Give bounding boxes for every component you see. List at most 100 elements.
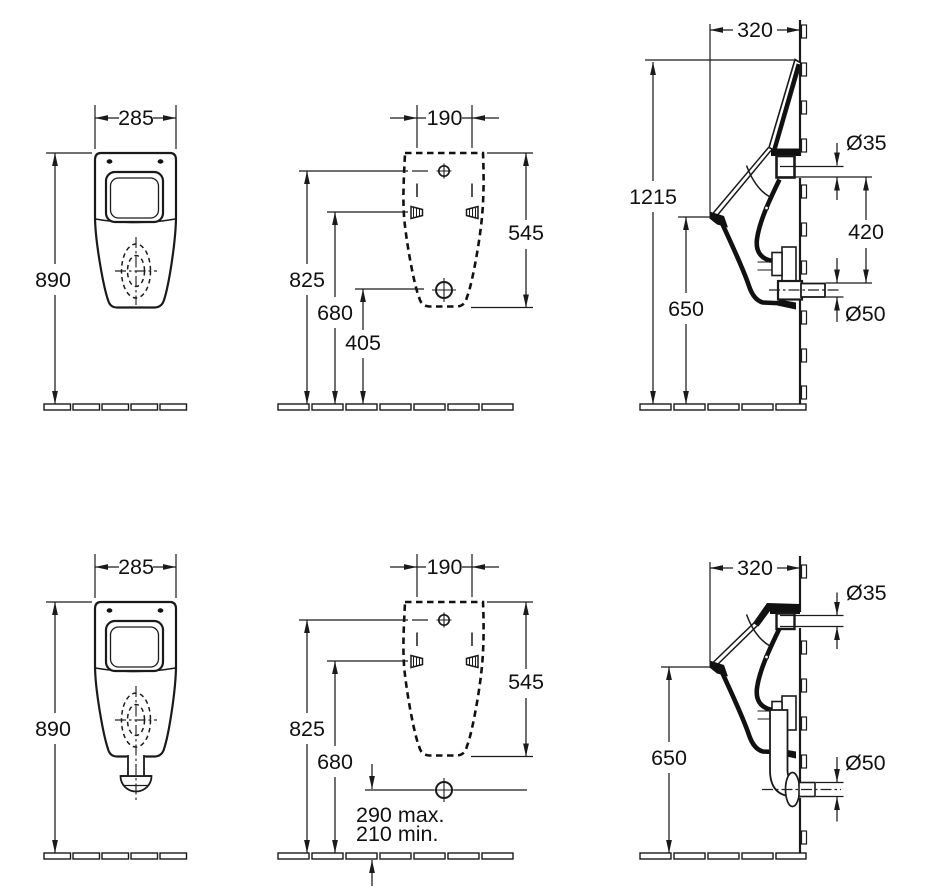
mounting-hole-right	[157, 608, 164, 613]
inlet-bore-lines	[780, 165, 872, 178]
mounting-template-bottom: 290 max. 210 min. 190 545 825 680	[277, 554, 544, 886]
dim-label-outlet-dia: Ø50	[845, 302, 886, 326]
outlet-mark	[432, 278, 456, 302]
dimension-outline-height: 545	[471, 152, 544, 309]
front-view-top: 285 890	[35, 105, 188, 411]
dim-label-outlet-max: 290 max.	[356, 803, 444, 827]
dimension-depth: 320	[709, 556, 800, 662]
dimension-inlet-spacing: 190	[390, 554, 499, 597]
drain-hidden-outline	[115, 237, 157, 305]
dim-label-405: 405	[345, 331, 381, 355]
dim-label-190: 190	[427, 106, 463, 130]
outlet-bore-lines	[826, 282, 872, 298]
dim-label-680: 680	[317, 301, 353, 325]
bowl-surface-line	[745, 165, 771, 198]
basin-opening	[104, 170, 165, 224]
water-inlet-mark	[436, 612, 452, 628]
dimension-outline-height: 545	[471, 601, 544, 758]
dim-label-outlet-min: 210 min.	[356, 822, 438, 846]
front-rim-slope	[711, 147, 772, 218]
fixing-bolt-left	[410, 654, 424, 669]
basin-inner-lip	[109, 177, 160, 219]
dim-label-height: 890	[35, 717, 71, 741]
floor-tiles	[639, 403, 807, 411]
dim-label-825: 825	[289, 717, 325, 741]
inlet-housing	[770, 607, 800, 614]
dim-label-outlet-dia: Ø50	[845, 751, 886, 775]
dim-label-650: 650	[651, 746, 687, 770]
dimension-outlet-diameter: Ø50	[834, 258, 886, 326]
dim-label-height: 890	[35, 268, 71, 292]
inner-wall-section	[754, 627, 783, 712]
side-section-bottom: Ø35 Ø50 650 320	[639, 556, 887, 860]
exposed-trap	[762, 709, 841, 808]
siphon-hole	[763, 205, 770, 211]
outer-shell-section	[718, 669, 786, 755]
dimension-connection-spacing: 420	[848, 177, 884, 283]
mounting-hole-left	[106, 159, 113, 164]
cover-plate-edge	[772, 63, 801, 151]
floor-tiles	[43, 403, 188, 411]
dimension-rim-height: 650	[668, 216, 711, 404]
template-outline	[402, 600, 485, 757]
mounting-hole-left	[106, 608, 113, 613]
fixing-bolt-left	[410, 205, 424, 220]
front-view-bottom: 285 890	[35, 554, 188, 860]
floor-tiles	[639, 852, 807, 860]
dim-label-width: 285	[118, 555, 154, 579]
dimension-inlet-height: 825	[289, 619, 408, 853]
outlet-bore-lines	[816, 781, 844, 798]
dimension-inlet-diameter: Ø35	[834, 131, 887, 200]
dim-label-825: 825	[289, 268, 325, 292]
mounting-hole-right	[157, 159, 164, 164]
dim-label-545: 545	[508, 670, 544, 694]
outlet-mark	[432, 778, 456, 802]
wall-tile-ticks	[800, 24, 808, 400]
fixing-bolt-right	[465, 654, 479, 669]
front-rim-slope	[711, 619, 761, 668]
bowl-surface-line	[745, 614, 771, 647]
fixing-bolt-right	[465, 205, 479, 220]
dimension-height: 890	[35, 152, 92, 404]
outer-shell-section	[718, 220, 786, 306]
dim-label-545: 545	[508, 221, 544, 245]
inlet-housing	[771, 148, 800, 156]
dim-label-320: 320	[737, 18, 773, 42]
template-outline	[402, 151, 485, 308]
dimension-fixing-height: 680	[317, 660, 408, 853]
dimension-width: 285	[94, 105, 177, 149]
dim-label-320: 320	[737, 556, 773, 580]
siphon-hole	[763, 654, 770, 660]
dim-label-680: 680	[317, 750, 353, 774]
dim-label-inlet-dia: Ø35	[846, 581, 887, 605]
dimension-outlet-diameter: Ø50	[834, 751, 886, 822]
dim-label-420: 420	[848, 220, 884, 244]
shell-bottom-wedge	[777, 299, 796, 310]
dimension-height: 890	[35, 601, 92, 853]
floor-tiles	[43, 852, 188, 860]
dim-label-650: 650	[668, 297, 704, 321]
dim-label-inlet-dia: Ø35	[846, 131, 887, 155]
dimension-rim-height: 650	[651, 666, 711, 853]
wall-tile-ticks	[800, 564, 808, 845]
dim-label-1215: 1215	[629, 185, 677, 209]
basin-inner-lip	[109, 626, 160, 668]
side-section-top: Ø35 420 Ø50 1215 650 320	[629, 18, 887, 411]
inner-wall-section	[754, 178, 795, 263]
dimension-inlet-spacing: 190	[390, 105, 499, 148]
dimension-depth: 320	[709, 18, 800, 213]
floor-tiles	[277, 852, 514, 860]
dimension-inlet-diameter: Ø35	[834, 581, 887, 649]
dimension-fixing-height: 680	[317, 211, 408, 404]
dimension-total-height: 1215	[629, 59, 794, 404]
floor-tiles	[277, 403, 514, 411]
basin-opening	[104, 619, 165, 673]
dimension-outlet-height: 405	[345, 288, 424, 404]
dim-label-190: 190	[427, 555, 463, 579]
dimension-width: 285	[94, 554, 177, 598]
dim-label-width: 285	[118, 106, 154, 130]
water-inlet-mark	[436, 163, 452, 179]
inlet-spigot	[775, 612, 796, 631]
